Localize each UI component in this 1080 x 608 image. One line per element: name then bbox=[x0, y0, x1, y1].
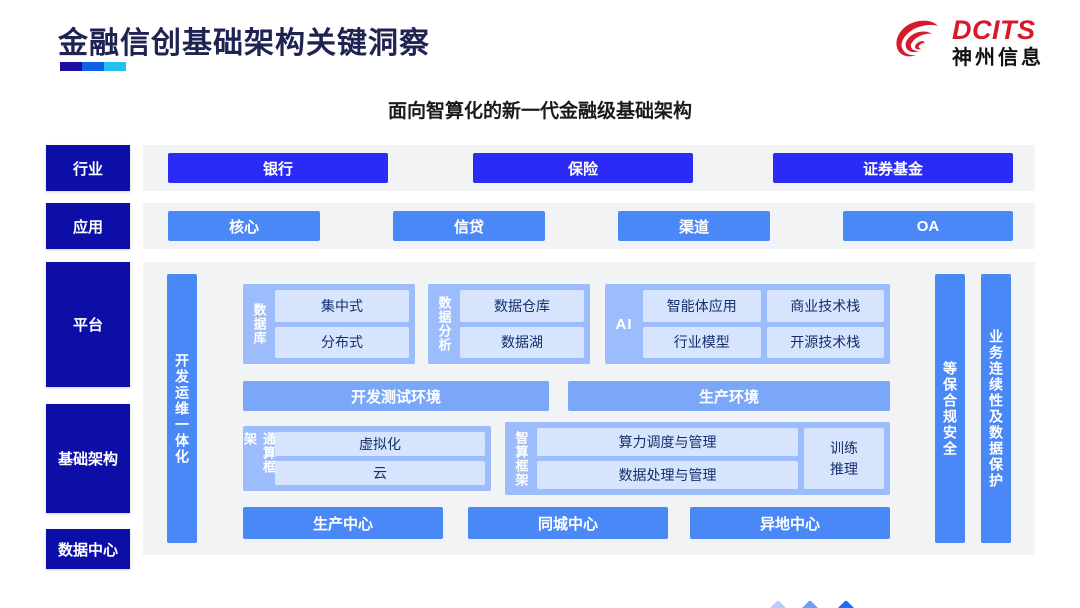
group-label-database: 数据库 bbox=[251, 303, 267, 345]
env-production[interactable]: 生产环境 bbox=[568, 381, 890, 411]
group-label-data-analysis: 数据分析 bbox=[436, 296, 452, 352]
cell-agent-application[interactable]: 智能体应用 bbox=[643, 290, 761, 322]
cell-commercial-stack[interactable]: 商业技术栈 bbox=[766, 290, 884, 322]
application-item-oa[interactable]: OA bbox=[843, 211, 1013, 241]
vertical-bar-security: 等保合规安全 bbox=[935, 274, 965, 543]
group-intelligent-framework: 智算框架 算力调度与管理 数据处理与管理 训练 推理 bbox=[505, 422, 890, 495]
swoosh-icon bbox=[892, 16, 944, 68]
cell-distributed[interactable]: 分布式 bbox=[275, 326, 409, 358]
logo-text-en: DCITS bbox=[952, 14, 1036, 45]
layer-label-application: 应用 bbox=[46, 203, 130, 249]
cell-cloud[interactable]: 云 bbox=[275, 461, 485, 485]
diagram-subtitle: 面向智算化的新一代金融级基础架构 bbox=[387, 101, 692, 122]
industry-row: 银行 保险 证券基金 bbox=[143, 145, 1035, 191]
application-item-core[interactable]: 核心 bbox=[168, 211, 320, 241]
vertical-bar-devops: 开发运维一体化 bbox=[167, 274, 197, 543]
cell-data-processing[interactable]: 数据处理与管理 bbox=[537, 461, 798, 489]
industry-item-bank[interactable]: 银行 bbox=[168, 153, 388, 183]
group-label-intelligent-framework: 智算框架 bbox=[513, 430, 529, 487]
datacenter-remote[interactable]: 异地中心 bbox=[690, 507, 890, 539]
brand-logo: DCITS 神州信息 bbox=[892, 16, 1044, 68]
cell-industry-model[interactable]: 行业模型 bbox=[643, 326, 761, 358]
datacenter-production[interactable]: 生产中心 bbox=[243, 507, 443, 539]
group-database: 数据库 集中式 分布式 bbox=[243, 284, 415, 364]
vertical-bar-continuity: 业务连续性及数据保护 bbox=[981, 274, 1011, 543]
industry-item-insurance[interactable]: 保险 bbox=[473, 153, 693, 183]
group-label-ai: AI bbox=[615, 315, 633, 333]
cell-infer-label: 推理 bbox=[830, 460, 858, 477]
group-ai: AI 智能体应用 商业技术栈 行业模型 开源技术栈 bbox=[605, 284, 890, 364]
cell-centralized[interactable]: 集中式 bbox=[275, 290, 409, 322]
cell-virtualization[interactable]: 虚拟化 bbox=[275, 432, 485, 456]
group-label-general-framework: 通算框架 bbox=[242, 432, 276, 474]
cell-data-lake[interactable]: 数据湖 bbox=[460, 326, 584, 358]
title-underline-bar bbox=[60, 62, 126, 71]
cell-compute-scheduling[interactable]: 算力调度与管理 bbox=[537, 428, 798, 456]
platform-panel: 开发运维一体化 等保合规安全 业务连续性及数据保护 数据库 集中式 分布式 数据… bbox=[143, 262, 1035, 555]
application-item-channel[interactable]: 渠道 bbox=[618, 211, 770, 241]
cell-train-infer[interactable]: 训练 推理 bbox=[804, 428, 884, 489]
layer-label-datacenter: 数据中心 bbox=[46, 529, 130, 569]
slide-header: 金融信创基础架构关键洞察 DCITS 神州信息 bbox=[0, 0, 1080, 88]
group-general-framework: 通算框架 虚拟化 云 bbox=[242, 426, 491, 491]
cell-opensource-stack[interactable]: 开源技术栈 bbox=[766, 326, 884, 358]
application-item-credit[interactable]: 信贷 bbox=[393, 211, 545, 241]
layer-label-industry: 行业 bbox=[46, 145, 130, 191]
cell-train-label: 训练 bbox=[830, 440, 858, 457]
datacenter-metro[interactable]: 同城中心 bbox=[468, 507, 668, 539]
logo-text-cn: 神州信息 bbox=[952, 46, 1044, 69]
application-row: 核心 信贷 渠道 OA bbox=[143, 203, 1035, 249]
page-title: 金融信创基础架构关键洞察 bbox=[58, 27, 430, 60]
env-dev-test[interactable]: 开发测试环境 bbox=[243, 381, 549, 411]
group-data-analysis: 数据分析 数据仓库 数据湖 bbox=[428, 284, 590, 364]
cell-data-warehouse[interactable]: 数据仓库 bbox=[460, 290, 584, 322]
layer-label-platform: 平台 bbox=[46, 262, 130, 387]
layer-label-infrastructure: 基础架构 bbox=[46, 404, 130, 513]
industry-item-securities[interactable]: 证券基金 bbox=[773, 153, 1013, 183]
